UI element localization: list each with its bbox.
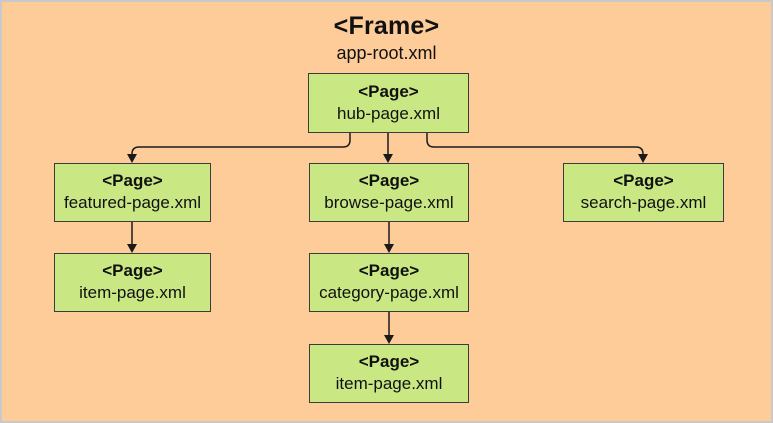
node-file-label: category-page.xml — [319, 283, 459, 302]
node-hub-page: <Page> hub-page.xml — [308, 73, 469, 133]
node-item-page-bottom: <Page> item-page.xml — [309, 344, 469, 403]
node-tag-label: <Page> — [358, 171, 420, 191]
node-tag-label: <Page> — [102, 171, 163, 191]
node-tag-label: <Page> — [358, 352, 420, 372]
node-file-label: hub-page.xml — [336, 103, 440, 123]
node-file-label: item-page.xml — [335, 374, 443, 393]
node-featured-page: <Page> featured-page.xml — [54, 163, 211, 222]
diagram-subtitle: app-root.xml — [336, 43, 437, 63]
node-file-label: featured-page.xml — [63, 193, 202, 212]
node-file-label: search-page.xml — [580, 193, 707, 212]
node-file-label: browse-page.xml — [324, 193, 454, 212]
node-file-label: item-page.xml — [79, 283, 186, 302]
node-category-page: <Page> category-page.xml — [309, 253, 469, 312]
node-tag-label: <Page> — [358, 261, 420, 281]
node-tag-label: <Page> — [102, 261, 163, 281]
node-tag-label: <Page> — [613, 171, 674, 191]
node-browse-page: <Page> browse-page.xml — [309, 163, 469, 222]
node-search-page: <Page> search-page.xml — [563, 163, 724, 222]
diagram-title: <Frame> — [333, 12, 440, 40]
node-item-page-left: <Page> item-page.xml — [54, 253, 211, 312]
node-tag-label: <Page> — [358, 81, 419, 101]
